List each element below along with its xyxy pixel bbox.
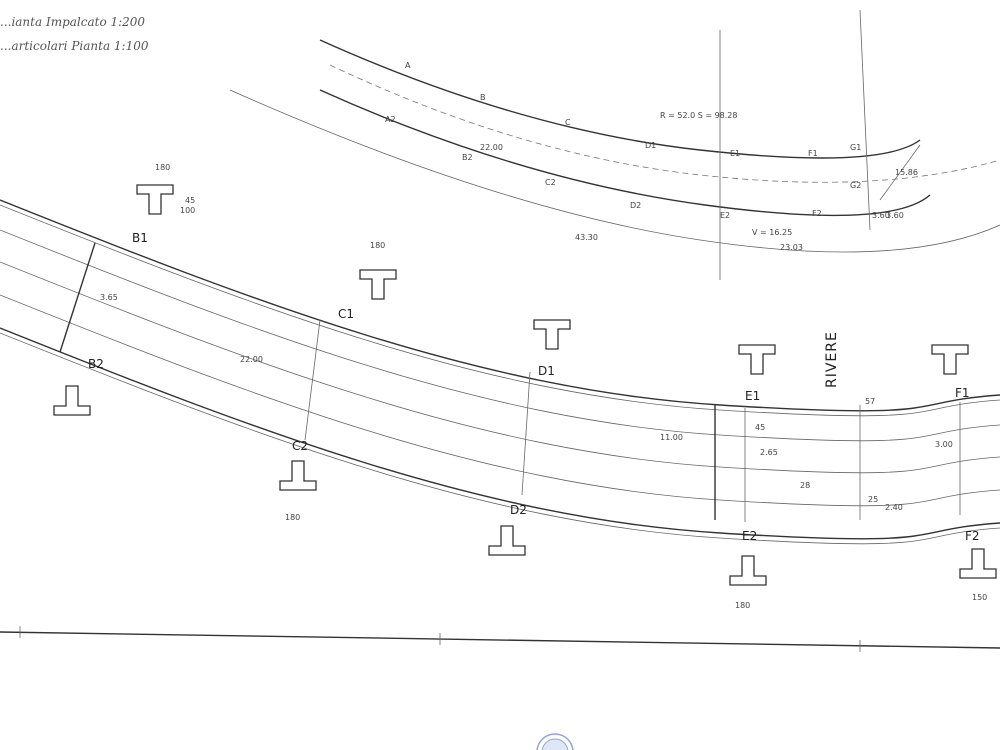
node-c1: C1	[338, 307, 354, 321]
svg-text:22.00: 22.00	[480, 143, 503, 152]
dimension-labels: 180 45 100 3.65 2.65 22.00 11.00 2.40 3.…	[100, 163, 987, 610]
t-section-icon	[53, 385, 91, 416]
top-plan-axis	[329, 64, 1000, 183]
svg-text:B2: B2	[462, 153, 473, 162]
t-section-icon	[279, 460, 317, 491]
svg-text:A: A	[405, 61, 411, 70]
svg-text:45: 45	[755, 423, 765, 432]
svg-text:180: 180	[370, 241, 385, 250]
node-d1: D1	[538, 364, 555, 378]
svg-text:180: 180	[285, 513, 300, 522]
node-e2: E2	[742, 529, 757, 543]
svg-text:C: C	[565, 118, 571, 127]
node-f2: F2	[965, 529, 980, 543]
svg-text:G2: G2	[850, 181, 861, 190]
svg-text:B: B	[480, 93, 486, 102]
girder-line	[0, 332, 1000, 545]
top-plan-girder-1	[319, 39, 921, 159]
svg-text:11.00: 11.00	[660, 433, 683, 442]
svg-text:E1: E1	[730, 149, 740, 158]
top-plan-view: A B C D1 E1 F1 G1 A2 B2 C2 D2 E2 F2 G2 R…	[229, 9, 1000, 280]
svg-text:D1: D1	[645, 141, 656, 150]
svg-text:A2: A2	[385, 115, 396, 124]
svg-text:3.60: 3.60	[886, 211, 904, 220]
girder-line	[0, 327, 1000, 540]
svg-text:G1: G1	[850, 143, 861, 152]
svg-text:25: 25	[868, 495, 878, 504]
girder-line	[0, 294, 1000, 507]
cross-beams	[59, 242, 961, 522]
baseline	[0, 631, 1000, 649]
svg-text:100: 100	[180, 206, 195, 215]
svg-text:D2: D2	[630, 201, 641, 210]
node-b1: B1	[132, 231, 148, 245]
node-b2: B2	[88, 357, 104, 371]
svg-text:C2: C2	[545, 178, 556, 187]
svg-text:43.30: 43.30	[575, 233, 598, 242]
node-f1: F1	[955, 386, 970, 400]
svg-text:2.40: 2.40	[885, 503, 903, 512]
t-section-icon	[488, 525, 526, 556]
svg-text:3.00: 3.00	[935, 440, 953, 449]
svg-text:23.03: 23.03	[780, 243, 803, 252]
t-section-icon	[959, 548, 997, 579]
river-label: RIVERE	[824, 331, 840, 388]
node-d2: D2	[510, 503, 527, 517]
svg-text:28: 28	[800, 481, 810, 490]
girder-line	[0, 229, 1000, 442]
svg-text:2.65: 2.65	[760, 448, 778, 457]
svg-text:57: 57	[865, 397, 875, 406]
svg-text:15.86: 15.86	[895, 168, 918, 177]
top-plan-girder-2	[319, 89, 931, 217]
t-section-icon	[359, 269, 397, 300]
t-section-icon	[729, 555, 767, 586]
svg-text:22.00: 22.00	[240, 355, 263, 364]
svg-text:F1: F1	[808, 149, 818, 158]
svg-text:E2: E2	[720, 211, 730, 220]
node-c2: C2	[292, 439, 308, 453]
header-scale-line2: ...articolari Pianta 1:100	[0, 39, 149, 53]
girder-line	[0, 199, 1000, 412]
t-section-icon	[931, 344, 969, 375]
svg-text:45: 45	[185, 196, 195, 205]
svg-text:3.60: 3.60	[872, 211, 890, 220]
girder-line	[0, 204, 1000, 417]
svg-text:V = 16.25: V = 16.25	[752, 228, 792, 237]
t-section-icon	[738, 344, 776, 375]
main-plan-girders	[0, 199, 1000, 545]
stamp-logo	[536, 733, 574, 750]
svg-text:180: 180	[155, 163, 170, 172]
t-section-icon	[533, 319, 571, 350]
t-sections	[53, 184, 997, 586]
svg-text:F2: F2	[812, 209, 822, 218]
svg-text:3.65: 3.65	[100, 293, 118, 302]
girder-line	[0, 261, 1000, 474]
svg-text:R = 52.0 S = 98.28: R = 52.0 S = 98.28	[660, 111, 737, 120]
header-scale-line1: ...ianta Impalcato 1:200	[0, 15, 145, 29]
svg-text:180: 180	[735, 601, 750, 610]
top-plan-dimension	[229, 89, 1000, 253]
svg-text:150: 150	[972, 593, 987, 602]
t-section-icon	[136, 184, 174, 215]
top-plan-diagonal	[879, 144, 921, 201]
node-e1: E1	[745, 389, 760, 403]
